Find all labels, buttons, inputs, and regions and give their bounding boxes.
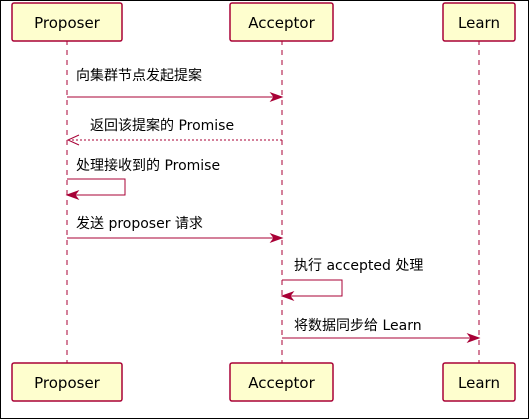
message-label: 将数据同步给 Learn (294, 318, 422, 334)
participant-proposer-top: Proposer (11, 2, 123, 42)
participant-learn-bottom: Learn (442, 362, 516, 402)
message-send-proposer: 发送 proposer 请求 (67, 216, 284, 244)
arrowhead-icon (466, 332, 481, 344)
message-label: 执行 accepted 处理 (294, 258, 423, 274)
message-label: 处理接收到的 Promise (76, 157, 220, 174)
open-arrowhead-icon (66, 134, 80, 146)
participant-label: Proposer (34, 14, 101, 32)
message-label: 向集群节点发起提案 (76, 67, 202, 84)
message-line (67, 178, 126, 196)
participant-proposer-bottom: Proposer (11, 362, 123, 402)
message-handle-promise: 处理接收到的 Promise (65, 157, 220, 201)
participant-label: Proposer (34, 374, 101, 392)
participant-label: Acceptor (248, 374, 315, 392)
participant-learn-top: Learn (442, 2, 516, 42)
message-sync-learn: 将数据同步给 Learn (282, 318, 481, 344)
participant-label: Learn (458, 14, 500, 32)
message-accepted: 执行 accepted 处理 (280, 258, 423, 302)
message-label: 返回该提案的 Promise (90, 117, 234, 134)
message-propose: 向集群节点发起提案 (67, 67, 284, 103)
participant-label: Acceptor (248, 14, 315, 32)
arrowhead-icon (269, 232, 284, 244)
message-return-promise: 返回该提案的 Promise (66, 117, 282, 146)
message-line (282, 279, 343, 297)
message-label: 发送 proposer 请求 (76, 216, 203, 232)
participant-label: Learn (458, 374, 500, 392)
arrowhead-icon (269, 91, 284, 103)
participant-acceptor-bottom: Acceptor (229, 362, 334, 402)
arrowhead-icon (280, 290, 295, 302)
arrowhead-icon (65, 189, 80, 201)
participant-acceptor-top: Acceptor (229, 2, 334, 42)
